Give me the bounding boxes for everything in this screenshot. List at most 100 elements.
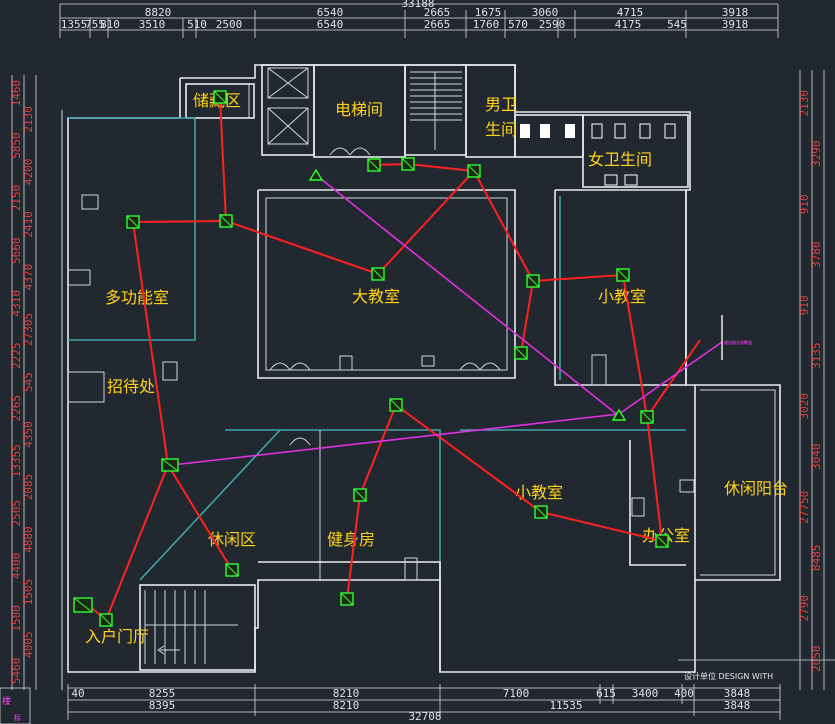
bottom-dim: 8210	[333, 687, 360, 700]
network-switch-icon[interactable]	[126, 215, 140, 229]
left-dim: 5850	[10, 132, 23, 159]
top-dim: 1675	[475, 6, 502, 19]
wireless-annotation: 路由器无线覆盖	[724, 339, 752, 345]
room-label-elevator: 电梯间	[335, 100, 383, 119]
network-switch-icon[interactable]	[514, 346, 528, 360]
left-dim: 2130	[22, 106, 35, 132]
network-switch-icon[interactable]	[219, 214, 233, 228]
top-dim: 810	[100, 18, 120, 31]
left-dim: 4400	[10, 553, 23, 580]
left-dim: 2225	[10, 342, 23, 369]
bottom-dimension-chain: 40 8255 8210 7100 615 3400 400 3848 8395…	[67, 684, 781, 723]
bottom-dim: 400	[674, 687, 694, 700]
top-dim: 2500	[216, 18, 243, 31]
left-dim: 2150	[10, 185, 23, 212]
right-dim: 3135	[810, 343, 823, 370]
bottom-total-dim: 32708	[408, 710, 441, 723]
network-switch-icon[interactable]	[467, 164, 481, 178]
network-switch-icon[interactable]	[353, 488, 367, 502]
floor-plan-walls	[61, 64, 781, 690]
network-switch-icon[interactable]	[340, 592, 354, 606]
left-dim: 2410	[22, 211, 35, 238]
top-dim: 545	[667, 18, 687, 31]
network-switch-icon[interactable]	[534, 505, 548, 519]
top-dim: 6540	[317, 18, 344, 31]
top-dim: 2665	[424, 18, 451, 31]
room-label-big-classroom: 大教室	[352, 287, 400, 306]
top-dim: 2590	[539, 18, 566, 31]
bottom-dim: 40	[71, 687, 84, 700]
bottom-dim: 3848	[724, 687, 751, 700]
wireless-ap-icon[interactable]	[611, 408, 627, 421]
left-dim: 4200	[22, 159, 35, 186]
bottom-dim: 3400	[632, 687, 659, 700]
right-dim: 3020	[798, 393, 811, 420]
right-dimension-chain	[799, 70, 825, 690]
room-label-small-classroom-a: 小教室	[598, 287, 646, 306]
bottom-dim: 7100	[503, 687, 530, 700]
top-dimension-chain: 33188 8820 6540 2665 1675 3060 4715 3918…	[59, 0, 779, 38]
top-dim: 4175	[615, 18, 642, 31]
right-dim: 2790	[798, 595, 811, 622]
network-switch-icon[interactable]	[99, 613, 113, 627]
left-dim: 1505	[22, 579, 35, 606]
left-dim: 4350	[22, 421, 35, 448]
room-label-womens-restroom: 女卫生间	[588, 150, 652, 169]
top-total-dim: 33188	[401, 0, 434, 10]
network-switch-icon[interactable]	[389, 398, 403, 412]
left-dim: 545	[22, 372, 35, 392]
left-dim: 4370	[22, 264, 35, 291]
network-switch-icon[interactable]	[640, 410, 654, 424]
left-dim: 5460	[10, 658, 23, 685]
top-dim: 3918	[722, 6, 749, 19]
left-dim: 5660	[10, 237, 23, 264]
main-router-icon[interactable]	[161, 458, 179, 472]
title-block: 设计单位 DESIGN WITH 楼 标	[0, 659, 835, 724]
network-devices	[73, 90, 669, 627]
bottom-dim: 11535	[549, 699, 582, 712]
left-dimension-chain	[11, 75, 37, 690]
right-dim: 910	[798, 295, 811, 315]
top-dim: 1760	[473, 18, 500, 31]
left-dim: 4310	[10, 290, 23, 317]
top-dim: 1355	[61, 18, 88, 31]
left-dim: 2265	[10, 395, 23, 422]
top-dim: 3060	[532, 6, 559, 19]
network-switch-icon[interactable]	[371, 267, 385, 281]
corner-label: 楼	[2, 695, 11, 707]
design-unit-label: 设计单位 DESIGN WITH	[684, 671, 773, 681]
top-dim: 510	[187, 18, 207, 31]
right-dim: 8485	[810, 545, 823, 572]
left-dim: 13355	[10, 444, 23, 477]
left-dim: 27305	[22, 313, 35, 346]
wireless-ap-icon[interactable]	[308, 168, 324, 181]
right-dim: 27750	[798, 491, 811, 524]
network-switch-icon[interactable]	[213, 90, 227, 104]
top-dim: 755	[85, 18, 105, 31]
left-dim: 2085	[22, 474, 35, 501]
top-dim: 3510	[139, 18, 166, 31]
network-switch-icon[interactable]	[225, 563, 239, 577]
room-label-mens-restroom-line2: 生间	[485, 120, 517, 139]
network-switch-icon[interactable]	[655, 534, 669, 548]
bottom-dim: 8255	[149, 687, 176, 700]
right-dim: 910	[798, 194, 811, 214]
bottom-dim: 8395	[149, 699, 176, 712]
left-dim: 1500	[10, 605, 23, 632]
network-switch-icon[interactable]	[526, 274, 540, 288]
entry-router-icon[interactable]	[73, 597, 93, 613]
left-dim: 1460	[10, 80, 23, 107]
corner-label: 标	[14, 713, 21, 722]
room-label-leisure-area: 休闲区	[208, 530, 256, 549]
room-label-gym: 健身房	[327, 530, 375, 549]
room-label-reception: 招待处	[107, 377, 155, 396]
stair-treads-entrance	[144, 590, 238, 664]
top-dim: 8820	[145, 6, 172, 19]
network-switch-icon[interactable]	[616, 268, 630, 282]
network-switch-icon[interactable]	[401, 157, 415, 171]
left-dim: 4005	[22, 631, 35, 658]
room-label-balcony: 休闲阳台	[724, 479, 788, 498]
network-switch-icon[interactable]	[367, 158, 381, 172]
right-dim: 2050	[810, 646, 823, 673]
